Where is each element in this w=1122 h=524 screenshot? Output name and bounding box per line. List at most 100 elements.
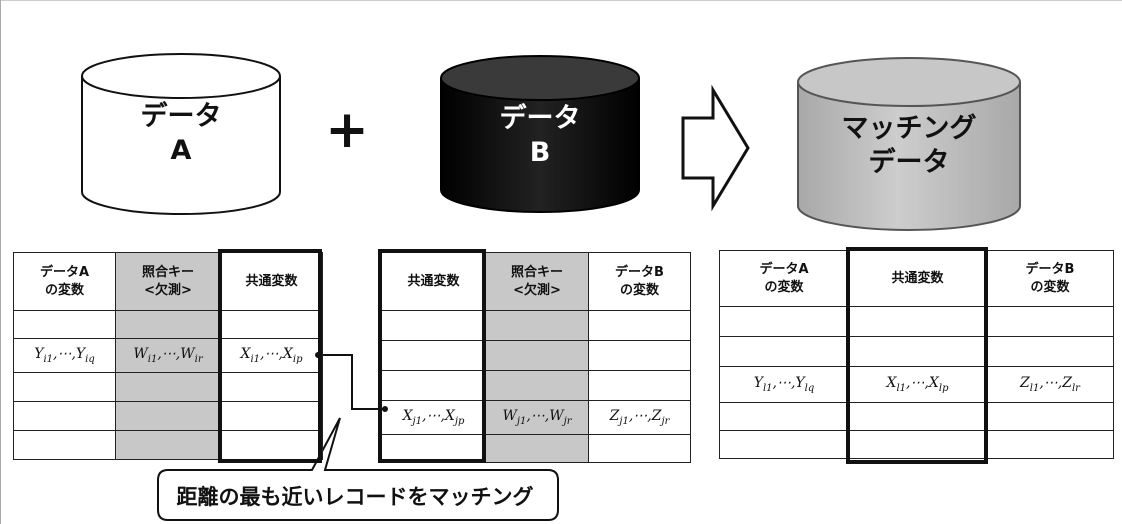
arrow-right-icon (681, 84, 750, 212)
math-subscript: j1 (516, 415, 527, 427)
math-subscript: jp (454, 415, 465, 427)
table-cell (719, 306, 849, 337)
table-b-header-vars: データB の変数 (588, 252, 691, 311)
table-cell (588, 310, 691, 341)
table-cell (13, 310, 116, 339)
table-a-value-x: Xi1,⋯,Xip (220, 338, 323, 373)
hdr-text: データA の変数 (759, 261, 809, 295)
table-m-header-vars-b: データB の変数 (986, 250, 1114, 307)
table-data-b: 共通変数 照合キー <欠測> データB の変数 Xj1,⋯,Xjp Wj1,⋯,… (381, 252, 691, 463)
table-cell (115, 430, 221, 460)
table-matching-data: データA の変数 共通変数 データB の変数 Yl1,⋯,Ylq Xl1,⋯,X… (719, 250, 1114, 459)
table-cell (848, 402, 987, 431)
plus-sign: + (325, 100, 369, 160)
callout-bubble (157, 417, 559, 521)
cylinder-match-line1: マッチング (841, 113, 977, 144)
table-cell (986, 306, 1114, 337)
hdr-text: データA の変数 (39, 264, 90, 298)
math-value: Wi1,⋯,Wir (133, 346, 203, 365)
table-cell (115, 401, 221, 431)
math-value: Yl1,⋯,Ylq (753, 375, 815, 394)
table-cell (13, 372, 116, 402)
table-a-header-vars: データA の変数 (13, 252, 116, 311)
math-subscript: l1 (896, 382, 907, 394)
hdr-text: 共通変数 (891, 270, 944, 286)
table-cell (381, 340, 486, 371)
table-cell (220, 310, 323, 339)
hdr-text: 共通変数 (407, 273, 460, 289)
table-cell (381, 310, 486, 341)
frame-top-edge (0, 0, 1122, 1)
table-a-value-w: Wi1,⋯,Wir (115, 338, 221, 373)
table-cell (220, 401, 323, 431)
table-a-header-key: 照合キー <欠測> (115, 252, 221, 311)
hdr-text: 照合キー <欠測> (510, 264, 563, 298)
table-a-header-common: 共通変数 (220, 252, 323, 311)
table-cell (588, 434, 691, 463)
math-subscript: i1 (43, 353, 54, 365)
table-cell (220, 430, 323, 460)
math-subscript: i1 (147, 353, 158, 365)
cylinder-match-line2: データ (868, 147, 950, 178)
hdr-text: 共通変数 (245, 273, 298, 289)
math-subscript: iq (85, 353, 95, 365)
cylinder-matching-data (797, 57, 1021, 231)
math-subscript: ip (292, 353, 303, 365)
table-cell (485, 370, 589, 401)
table-cell (719, 430, 849, 459)
table-cell (220, 372, 323, 402)
math-subscript: l1 (1029, 382, 1040, 394)
table-cell (986, 336, 1114, 367)
table-cell (13, 401, 116, 431)
table-cell (381, 434, 486, 463)
table-cell (588, 370, 691, 401)
table-cell (986, 430, 1114, 459)
math-subscript: ir (194, 353, 203, 365)
table-cell (485, 434, 589, 463)
table-m-value-x: Xl1,⋯,Xlp (848, 366, 987, 403)
table-cell (719, 336, 849, 367)
table-m-header-vars-a: データA の変数 (719, 250, 849, 307)
table-cell (13, 430, 116, 460)
table-cell (115, 310, 221, 339)
table-b-value-w: Wj1,⋯,Wjr (485, 400, 589, 435)
table-cell (848, 306, 987, 337)
math-value: Yi1,⋯,Yiq (34, 346, 95, 365)
frame-left-edge (0, 0, 1, 524)
table-b-value-x: Xj1,⋯,Xjp (381, 400, 486, 435)
table-m-header-common: 共通変数 (848, 250, 987, 307)
cylinder-b-label: データ B (441, 102, 639, 170)
cylinder-a-line1: データ (140, 101, 222, 132)
math-subscript: i1 (250, 353, 261, 365)
table-m-value-y: Yl1,⋯,Ylq (719, 366, 849, 403)
math-subscript: lp (938, 382, 949, 394)
math-value: Zj1,⋯,Zjr (609, 408, 670, 427)
table-cell (381, 370, 486, 401)
table-cell (848, 430, 987, 459)
math-subscript: lq (804, 382, 815, 394)
table-cell (115, 372, 221, 402)
hdr-text: 照合キー <欠測> (141, 264, 194, 298)
math-value: Wj1,⋯,Wjr (502, 408, 572, 427)
math-subscript: j1 (412, 415, 423, 427)
table-a-value-y: Yi1,⋯,Yiq (13, 338, 116, 373)
table-data-a: データA の変数 照合キー <欠測> 共通変数 Yi1,⋯,Yiq Wi1,⋯,… (13, 252, 323, 460)
cylinder-b-line1: データ (499, 103, 581, 134)
math-subscript: lr (1071, 382, 1080, 394)
table-cell (848, 336, 987, 367)
cylinder-a-label: データ A (82, 100, 280, 168)
table-b-value-z: Zj1,⋯,Zjr (588, 400, 691, 435)
math-subscript: jr (563, 415, 572, 427)
math-value: Xj1,⋯,Xjp (402, 408, 465, 427)
math-subscript: l1 (762, 382, 773, 394)
math-value: Zl1,⋯,Zlr (1020, 375, 1080, 394)
table-cell (485, 340, 589, 371)
cylinder-a-line2: A (170, 135, 192, 166)
table-m-value-z: Zl1,⋯,Zlr (986, 366, 1114, 403)
cylinder-data-a (81, 53, 281, 215)
matching-connector-line (318, 354, 385, 410)
table-cell (719, 402, 849, 431)
table-cell (485, 310, 589, 341)
math-subscript: j1 (619, 415, 629, 427)
